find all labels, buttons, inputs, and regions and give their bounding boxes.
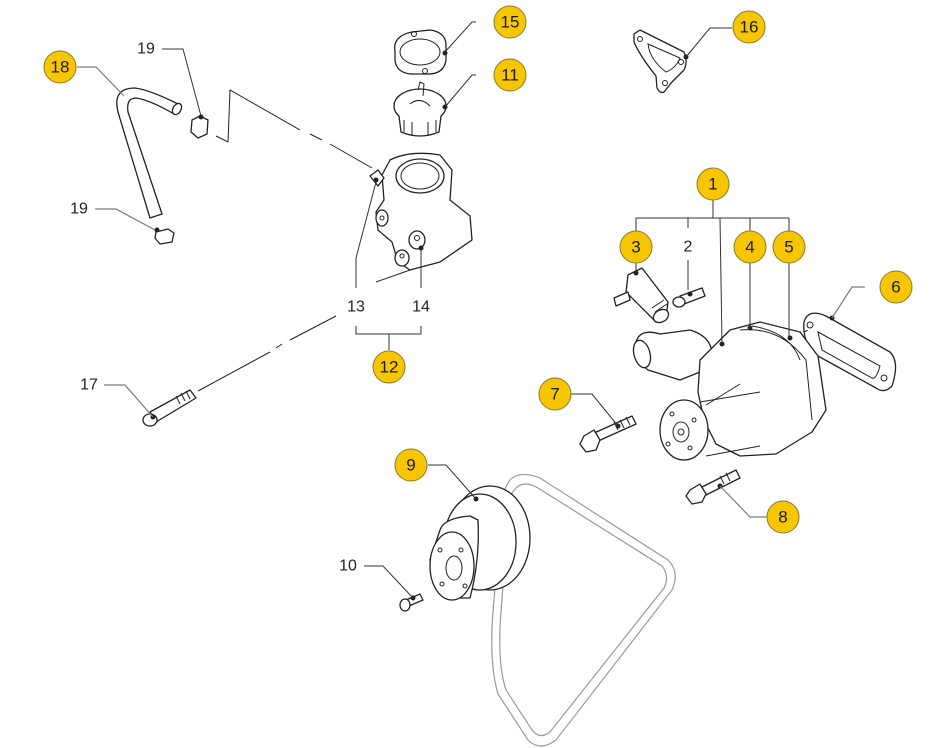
callout-6[interactable]: 6 [879, 270, 913, 304]
housing-gasket-part[interactable] [633, 29, 689, 94]
fitting-part[interactable] [613, 267, 671, 325]
callout-15[interactable]: 15 [493, 5, 527, 39]
callout-9[interactable]: 9 [394, 448, 428, 482]
thermostat-part[interactable] [393, 81, 448, 137]
callout-19-lower[interactable]: 19 [70, 201, 88, 218]
bypass-hose-part[interactable] [116, 87, 184, 219]
callout-4[interactable]: 4 [733, 230, 767, 264]
callout-14[interactable]: 14 [412, 299, 430, 316]
long-bolt-part[interactable] [142, 389, 197, 427]
flange-bolt-8-part[interactable] [685, 469, 741, 505]
callout-5[interactable]: 5 [772, 230, 806, 264]
callout-18[interactable]: 18 [43, 50, 77, 84]
callout-1[interactable]: 1 [696, 167, 730, 201]
pulley-part[interactable] [429, 485, 531, 601]
callout-16[interactable]: 16 [732, 10, 766, 44]
callout-17[interactable]: 17 [80, 377, 98, 394]
callout-8[interactable]: 8 [766, 500, 800, 534]
callout-19-upper[interactable]: 19 [137, 41, 155, 58]
flange-bolt-7-part[interactable] [579, 415, 637, 453]
callout-11[interactable]: 11 [493, 58, 527, 92]
callout-12[interactable]: 12 [372, 350, 406, 384]
callout-13[interactable]: 13 [347, 299, 365, 316]
hose-clamp-lower-part[interactable] [154, 227, 175, 245]
thermostat-gasket-part[interactable] [393, 29, 448, 75]
callout-3[interactable]: 3 [619, 230, 653, 264]
thermostat-housing-part[interactable] [369, 152, 473, 283]
bolt-part[interactable] [672, 287, 706, 308]
hose-clamp-upper-part[interactable] [190, 114, 209, 139]
callout-7[interactable]: 7 [538, 377, 572, 411]
callout-2[interactable]: 2 [684, 239, 693, 256]
pulley-bolt-part[interactable] [399, 593, 424, 612]
callout-10[interactable]: 10 [339, 558, 357, 575]
water-pump-body-part[interactable] [631, 321, 827, 461]
